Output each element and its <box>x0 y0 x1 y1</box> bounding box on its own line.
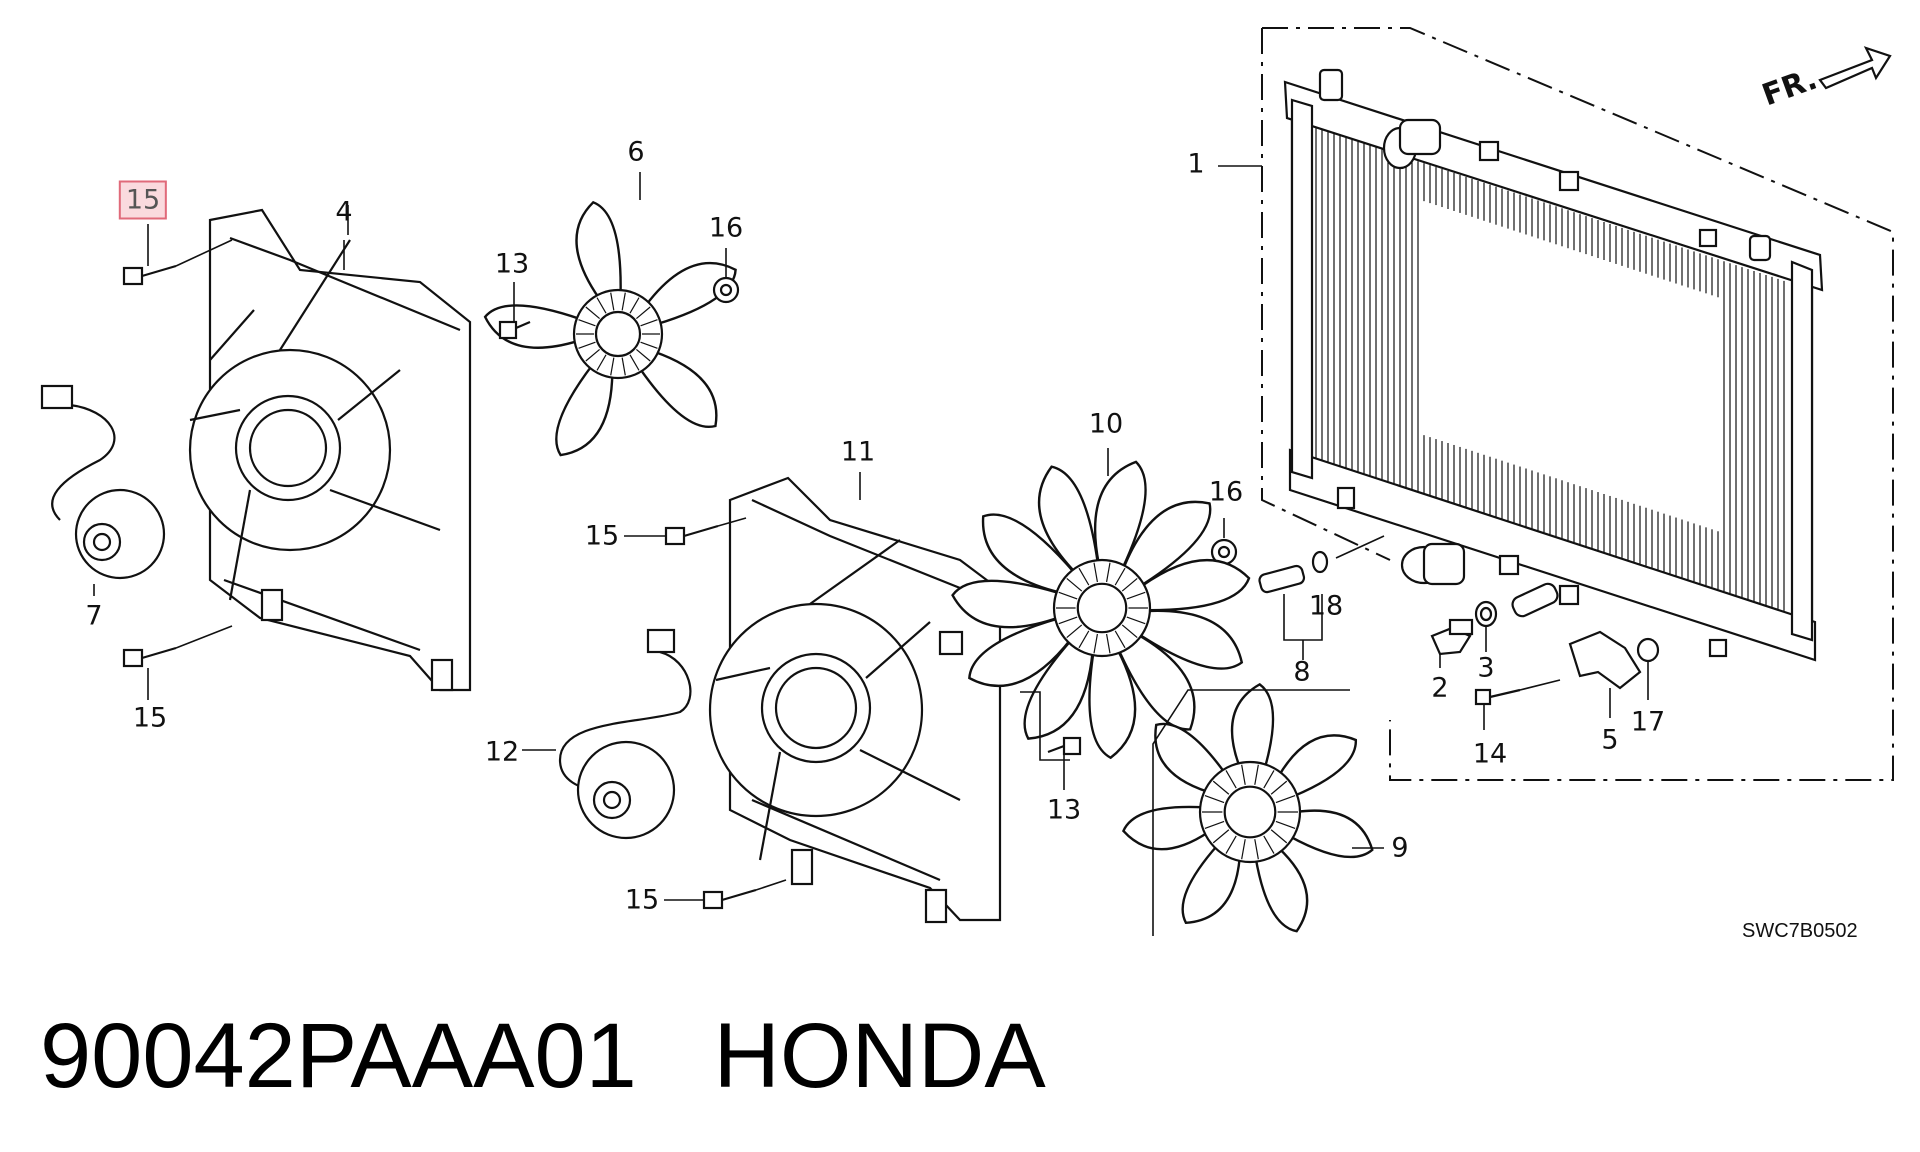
fan-motor-7 <box>40 384 166 596</box>
bolt-14 <box>1474 679 1561 730</box>
parts-diagram <box>40 27 1894 936</box>
callout-2: 2 <box>1431 672 1449 704</box>
callout-15-highlighted[interactable]: 15 <box>118 180 168 220</box>
callout-16-right: 16 <box>1208 476 1244 508</box>
callout-15-middle-bottom: 15 <box>624 884 660 916</box>
callout-11: 11 <box>840 436 876 468</box>
front-arrow-icon <box>1818 46 1892 90</box>
callout-13-bottom: 13 <box>1046 794 1082 826</box>
callout-7: 7 <box>85 600 103 632</box>
nut-16b <box>1210 518 1238 566</box>
fan-blade-9 <box>1122 682 1374 933</box>
callout-3: 3 <box>1477 652 1495 684</box>
bolt-13-bottom <box>1047 736 1082 790</box>
callout-14: 14 <box>1472 738 1508 770</box>
part-caption: 90042PAAA01 HONDA <box>40 1010 1046 1102</box>
callout-15-middle-top: 15 <box>584 520 620 552</box>
nut-16-top <box>712 248 740 304</box>
callout-16-top: 16 <box>708 212 744 244</box>
bolt-15-middle-top <box>624 517 747 546</box>
fan-shroud-4 <box>188 205 472 692</box>
sensor-8 <box>1258 535 1385 660</box>
callout-4: 4 <box>335 196 353 228</box>
bolt-15-bottom-left <box>122 625 233 700</box>
callout-10: 10 <box>1088 408 1124 440</box>
drain-plug <box>1430 618 1474 668</box>
fan-motor-12 <box>522 628 692 840</box>
callout-5: 5 <box>1601 724 1619 756</box>
callout-6: 6 <box>627 136 645 168</box>
diagram-code: SWC7B0502 <box>1742 920 1858 942</box>
fan-blade-6 <box>483 200 737 457</box>
bolt-15-top-left <box>122 224 233 286</box>
callout-13-top: 13 <box>494 248 530 280</box>
joint-5 <box>1568 630 1660 718</box>
part-number: 90042PAAA01 <box>40 1005 637 1107</box>
fan-shroud-11 <box>708 472 1002 924</box>
callout-15-bottom-left: 15 <box>132 702 168 734</box>
o-ring <box>1474 600 1498 652</box>
callout-1: 1 <box>1187 148 1205 180</box>
bolt-15-middle-bottom <box>664 879 787 910</box>
brand-name: HONDA <box>713 1005 1046 1107</box>
callout-17: 17 <box>1630 706 1666 738</box>
sensor-pipe <box>1511 582 1559 618</box>
radiator <box>1218 27 1894 781</box>
callout-8: 8 <box>1293 656 1311 688</box>
callout-9: 9 <box>1391 832 1409 864</box>
bolt-13-top <box>498 282 531 340</box>
fan-blade-10 <box>951 460 1251 760</box>
callout-12: 12 <box>484 736 520 768</box>
callout-18: 18 <box>1308 590 1344 622</box>
